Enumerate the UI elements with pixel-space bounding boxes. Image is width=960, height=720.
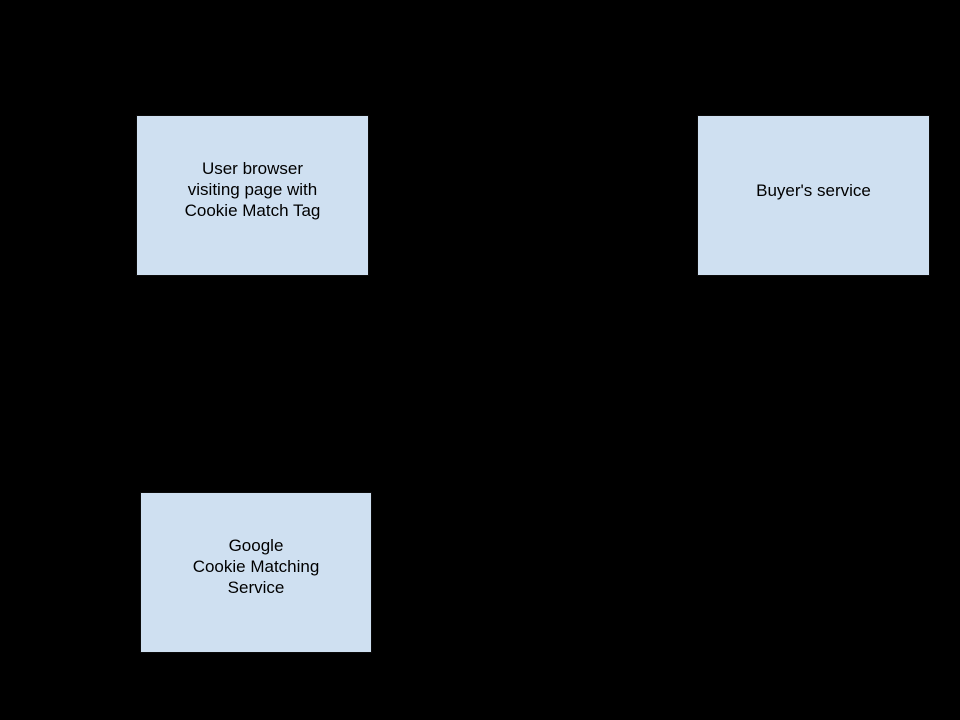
- node-user-browser-label: User browser visiting page with Cookie M…: [184, 159, 321, 220]
- connector-buyer-to-user-arrowhead: [369, 221, 379, 231]
- node-google-cookie-matching-service-label: Google Cookie Matching Service: [192, 536, 320, 597]
- node-buyers-service-label: Buyer's service: [756, 181, 871, 200]
- node-google-cookie-matching-service[interactable]: Google Cookie Matching Service: [140, 492, 372, 653]
- connector-user-to-google-arrowhead: [223, 482, 233, 492]
- connector-user-to-buyer-arrowhead: [687, 171, 697, 181]
- node-buyers-service[interactable]: Buyer's service: [697, 115, 930, 276]
- connector-google-to-user-arrowhead: [279, 276, 289, 286]
- node-user-browser[interactable]: User browser visiting page with Cookie M…: [136, 115, 369, 276]
